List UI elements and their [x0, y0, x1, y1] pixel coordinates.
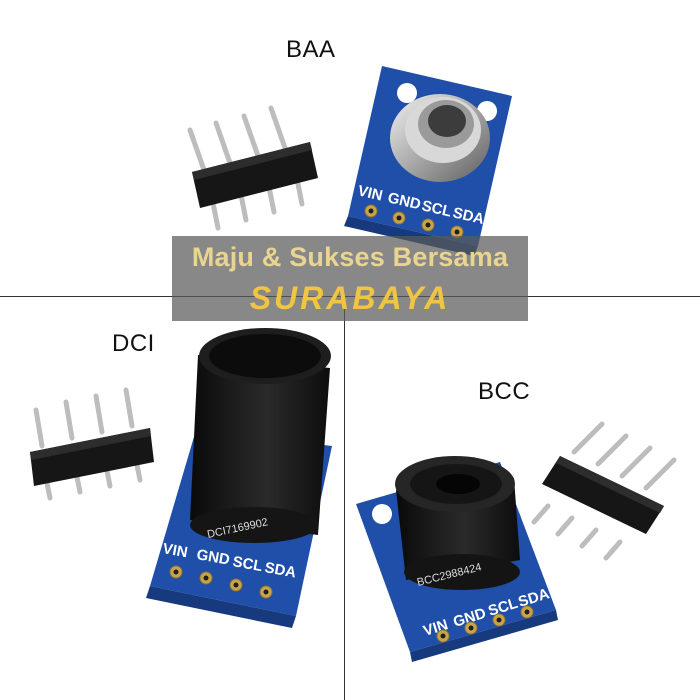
label-baa: BAA — [286, 36, 336, 63]
label-bcc: BCC — [478, 378, 531, 405]
pin-header-baa — [187, 105, 318, 231]
sensor-board-baa: VIN GND SCL SDA — [344, 66, 512, 256]
sensor-board-bcc: BCC2988424 VIN GND SCL SDA — [356, 456, 558, 662]
pin-header-dci — [30, 387, 154, 501]
pin-header-bcc — [531, 421, 677, 561]
pin-label-gnd: GND — [195, 546, 231, 569]
pin-label-sda: SDA — [263, 559, 297, 581]
pin-label-scl: SCL — [420, 197, 453, 220]
pin-label-sda: SDA — [451, 204, 486, 228]
watermark-line2: SURABAYA — [249, 280, 451, 316]
pin-label-vin: VIN — [356, 182, 384, 204]
sensor-board-dci: DCI7169902 VIN GND SCL SDA — [146, 328, 332, 628]
pin-label-vin: VIN — [161, 540, 189, 561]
pin-label-scl: SCL — [231, 553, 263, 575]
watermark-line1: Maju & Sukses Bersama — [191, 242, 509, 272]
vertical-divider — [344, 296, 345, 700]
label-dci: DCI — [112, 330, 155, 357]
store-watermark: Maju & Sukses Bersama SURABAYA — [172, 236, 528, 321]
